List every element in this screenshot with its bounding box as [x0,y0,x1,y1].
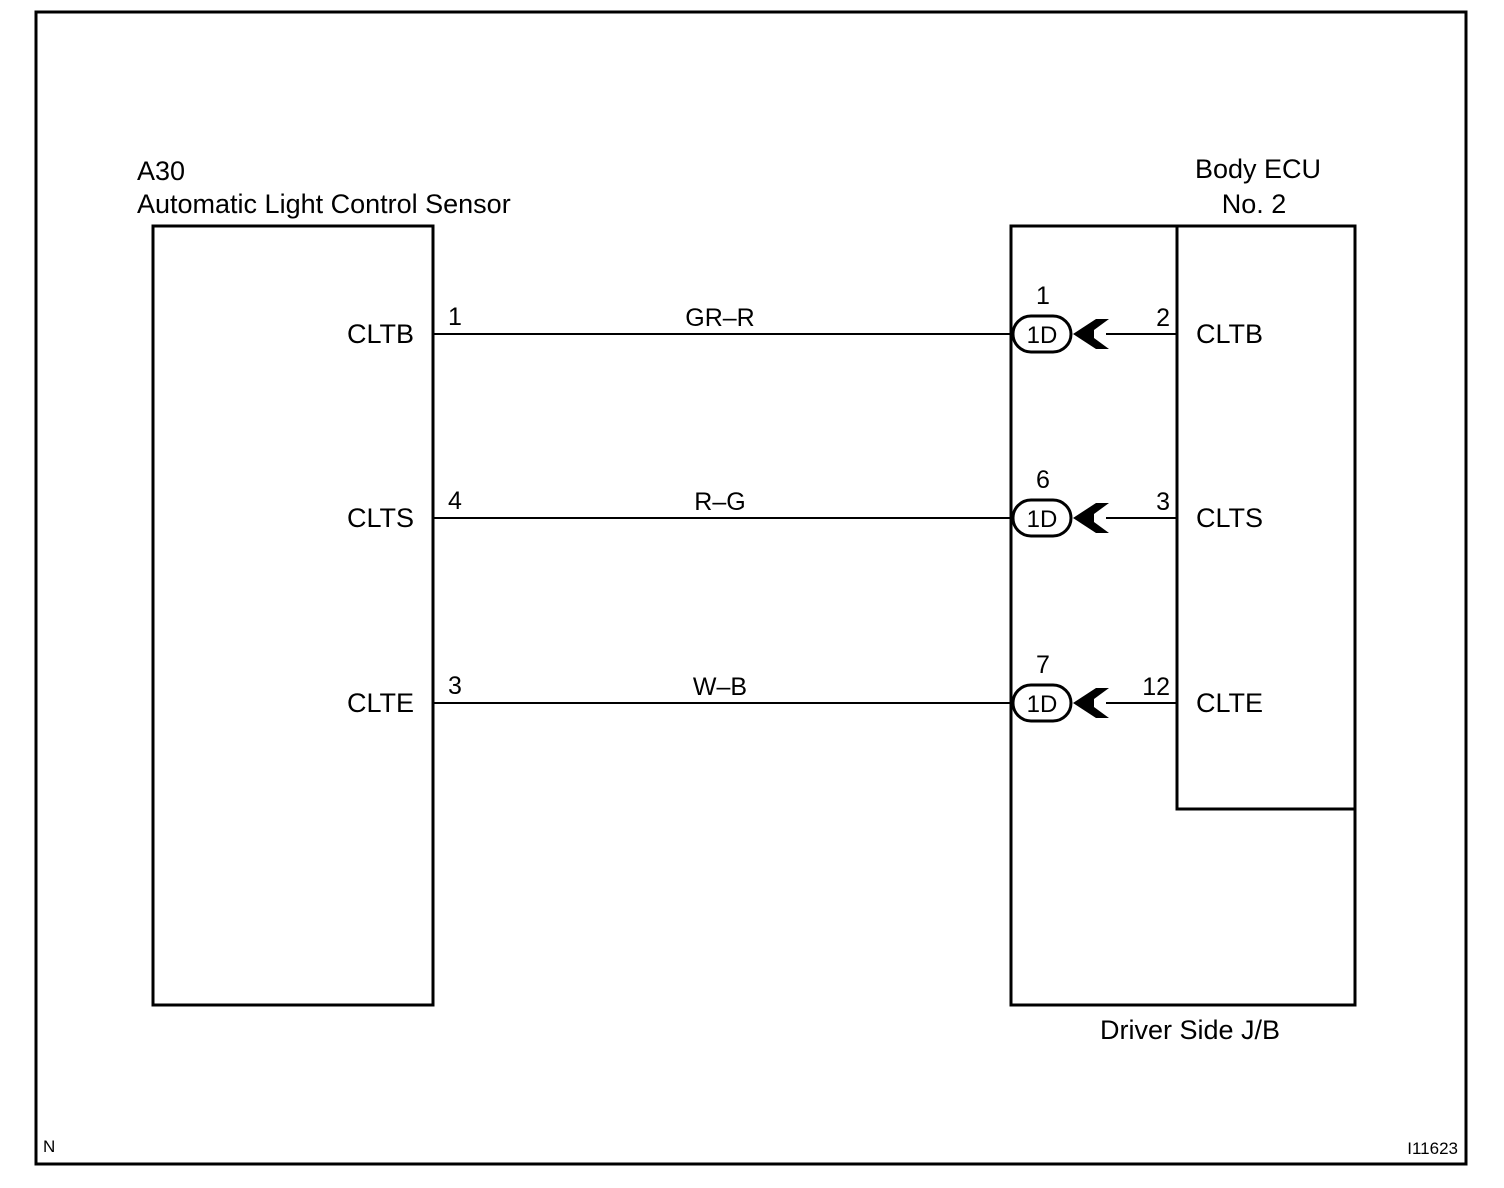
junction-block-box [1009,224,1357,1007]
connector-pill [1011,314,1073,354]
connector-arrow-icon [1073,688,1109,718]
ecu-number: No. 2 [1222,189,1287,219]
ecu-title: Body ECU [1195,154,1321,184]
ecu-box [1175,226,1355,811]
sensor-pin-number: 4 [448,487,462,515]
sensor-box [151,224,435,1007]
connector-pill [1011,683,1073,723]
connector-arrow-icon [1073,319,1109,349]
junction-block-name: Driver Side J/B [1100,1015,1280,1045]
ecu-signal-label: CLTE [1196,688,1263,718]
jb-pin-number: 1 [1036,282,1050,310]
ecu-pin-number: 3 [1156,488,1170,516]
figure-id: I11623 [1407,1139,1458,1158]
sensor-signal-label: CLTB [347,319,414,349]
diagram-frame [34,10,1468,1166]
connector-label: 1D [1027,691,1058,718]
connector-pill [1011,498,1073,538]
connector-label: 1D [1027,506,1058,533]
wire-color-label: W–B [693,673,747,701]
wire-color-label: R–G [694,488,745,516]
sensor-code: A30 [137,156,185,186]
connector-arrow-icon [1073,503,1109,533]
sensor-pin-number: 1 [448,303,462,331]
ecu-pin-number: 2 [1156,304,1170,332]
ecu-pin-number: 12 [1142,673,1170,701]
wire-color-label: GR–R [685,304,754,332]
sensor-signal-label: CLTS [347,503,414,533]
sensor-pin-number: 3 [448,672,462,700]
sensor-name: Automatic Light Control Sensor [137,189,511,219]
connector-label: 1D [1027,322,1058,349]
jb-pin-number: 7 [1036,651,1050,679]
sensor-signal-label: CLTE [347,688,414,718]
ecu-signal-label: CLTS [1196,503,1263,533]
ecu-signal-label: CLTB [1196,319,1263,349]
left-mark: N [43,1137,55,1156]
jb-pin-number: 6 [1036,466,1050,494]
